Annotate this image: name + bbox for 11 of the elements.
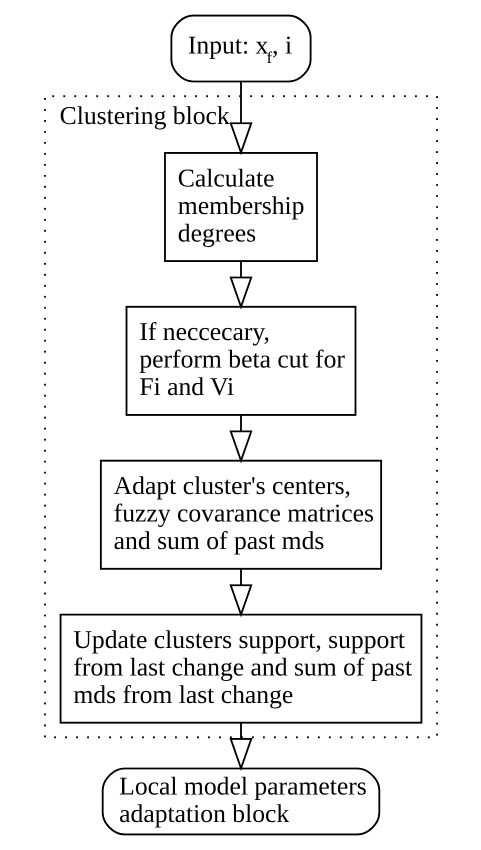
node-box: Local model parameters adaptation block [101, 768, 380, 836]
node-box: Input: x$_{f}$, i [170, 14, 312, 82]
arrow [228, 261, 252, 310]
arrow [228, 82, 252, 156]
node-box: Update clusters support, support from last change and sum of past mds from last change [59, 614, 422, 724]
arrow [228, 415, 252, 464]
node-box: Adapt cluster's centers, fuzzy covarance matrices and sum of past mds [99, 460, 382, 570]
arrow [228, 569, 252, 618]
node-box: If neccecary, perform beta cut for Fi and Vi [125, 306, 356, 416]
node-box: Calculate membership degrees [164, 152, 318, 262]
arrow [228, 723, 252, 772]
